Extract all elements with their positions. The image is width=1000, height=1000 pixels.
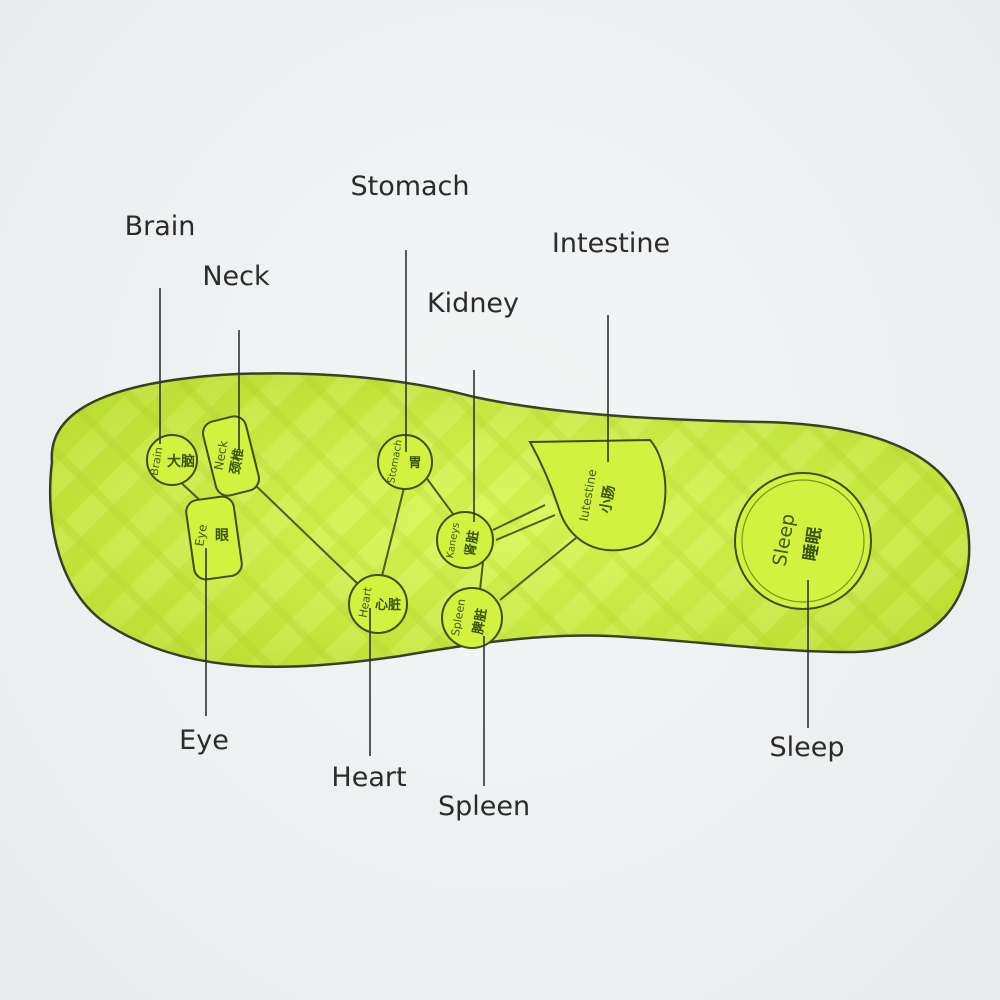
svg-text:Neck: Neck — [212, 439, 231, 471]
svg-text:脾脏: 脾脏 — [470, 607, 490, 635]
zone-kidney: Kaneys 肾脏 — [436, 511, 494, 569]
leader-lines — [159, 250, 809, 786]
label-intestine: Intestine — [551, 228, 671, 259]
svg-text:眼: 眼 — [215, 528, 229, 544]
label-heart: Heart — [331, 762, 407, 793]
zone-sleep: Sleep 睡眠 — [734, 472, 872, 610]
svg-text:Eye: Eye — [192, 523, 210, 547]
zone-eye: Eye 眼 — [185, 495, 243, 581]
svg-text:心脏: 心脏 — [375, 597, 401, 613]
label-neck: Neck — [202, 261, 270, 292]
label-sleep: Sleep — [769, 732, 845, 763]
svg-text:Brain: Brain — [148, 446, 166, 477]
zone-neck: Neck 颈椎 — [202, 415, 260, 497]
svg-text:颈椎: 颈椎 — [227, 447, 247, 475]
label-brain: Brain — [124, 211, 196, 242]
label-stomach: Stomach — [350, 171, 470, 202]
label-kidney: Kidney — [426, 288, 520, 319]
zone-intestine: Iutestine 小肠 — [528, 438, 667, 552]
label-eye: Eye — [179, 725, 229, 756]
zone-connectors — [175, 475, 577, 601]
svg-text:肾脏: 肾脏 — [462, 529, 482, 557]
zone-stomach: Stomach 胃 — [377, 434, 433, 490]
svg-text:Spleen: Spleen — [449, 598, 468, 637]
zone-spleen: Spleen 脾脏 — [441, 587, 503, 649]
svg-text:胃: 胃 — [408, 456, 421, 471]
label-spleen: Spleen — [437, 791, 531, 822]
zone-brain: Brain 大脑 — [146, 434, 198, 486]
zone-heart: Heart 心脏 — [348, 574, 408, 634]
svg-text:小肠: 小肠 — [598, 484, 619, 514]
svg-text:大脑: 大脑 — [167, 453, 195, 470]
